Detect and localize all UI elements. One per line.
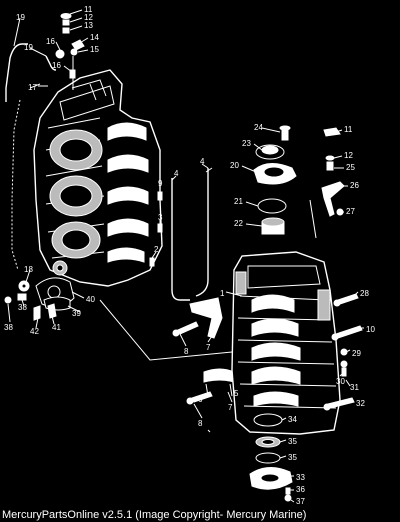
leader-dashed-left [11, 99, 21, 271]
callout-33: 33 [296, 473, 305, 482]
mid-bolts-and-brackets [172, 297, 235, 405]
callout-9: 9 [158, 179, 163, 188]
callout-7-b: 7 [228, 403, 233, 412]
callout-12: 12 [84, 13, 93, 22]
crankcase-cover-right [231, 251, 341, 435]
bleed-hose-2 [45, 55, 57, 71]
callout-32: 32 [356, 399, 365, 408]
cylinder-block-left-half [33, 69, 163, 287]
callout-1: 1 [220, 289, 225, 298]
callout-15: 15 [90, 45, 99, 54]
callout-7: 7 [206, 343, 211, 352]
callout-39: 39 [72, 309, 81, 318]
callout-41: 41 [52, 323, 61, 332]
callout-36: 36 [296, 485, 305, 494]
callout-10: 10 [366, 325, 375, 334]
callout-25: 25 [346, 163, 355, 172]
callout-31: 31 [350, 383, 359, 392]
callout-19: 19 [16, 13, 25, 22]
callout-2: 2 [154, 245, 159, 254]
callout-28: 28 [360, 289, 369, 298]
callout-38-b: 38 [18, 303, 27, 312]
callout-4-b: 4 [200, 157, 205, 166]
callout-5: 5 [234, 389, 239, 398]
callout-38: 38 [4, 323, 13, 332]
callout-11: 11 [84, 5, 93, 14]
callout-27: 27 [346, 207, 355, 216]
copyright-footer: MercuryPartsOnline v2.5.1 (Image Copyrig… [2, 509, 307, 521]
callout-40: 40 [86, 295, 95, 304]
callout-3: 3 [158, 213, 163, 222]
bleed-hose [5, 43, 28, 102]
callout-17: 17 [28, 83, 37, 92]
callout-11-b: 11 [344, 125, 353, 134]
callout-13: 13 [84, 21, 93, 30]
callout-16-b: 16 [52, 61, 61, 70]
upper-bearing-assembly [253, 125, 345, 239]
callout-14: 14 [90, 33, 99, 42]
callout-26: 26 [350, 181, 359, 190]
leader-lines [7, 9, 364, 503]
callout-16: 16 [46, 37, 55, 46]
lower-bearing-stack [249, 413, 293, 502]
callout-20: 20 [230, 161, 239, 170]
assembly-line-diagonal [99, 299, 233, 361]
callout-18: 18 [24, 265, 33, 274]
callout-30: 30 [336, 377, 345, 386]
callout-42: 42 [30, 327, 39, 336]
callout-19-b: 19 [24, 43, 33, 52]
callout-6: 6 [198, 395, 203, 404]
callout-22: 22 [234, 219, 243, 228]
callout-34: 34 [288, 415, 297, 424]
callout-37: 37 [296, 497, 305, 506]
callout-29: 29 [352, 349, 361, 358]
callout-4: 4 [174, 169, 179, 178]
callout-8-b: 8 [198, 419, 203, 428]
callout-8: 8 [184, 347, 189, 356]
callout-labels: 11 12 13 14 15 16 16 17 19 19 24 11 23 1… [4, 5, 375, 506]
callout-21: 21 [234, 197, 243, 206]
callout-12-b: 12 [344, 151, 353, 160]
callout-23: 23 [242, 139, 251, 148]
callout-24: 24 [254, 123, 263, 132]
lower-left-fittings [4, 277, 75, 321]
callout-35-b: 35 [288, 453, 297, 462]
callout-35: 35 [288, 437, 297, 446]
